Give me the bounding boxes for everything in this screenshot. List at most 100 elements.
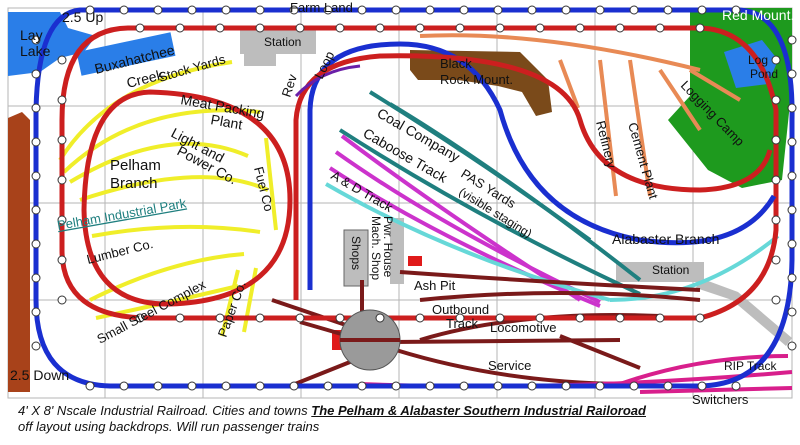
label-rev: Rev [279, 72, 301, 99]
turnout-marker [615, 313, 625, 323]
ash-pit-marker [408, 256, 422, 266]
turnout-marker [787, 307, 797, 317]
turnout-marker [255, 381, 265, 391]
turnout-marker [771, 175, 781, 185]
turnout-marker [31, 103, 41, 113]
turnout-marker [629, 381, 639, 391]
turnout-marker [119, 381, 129, 391]
turnout-marker [771, 295, 781, 305]
turnout-marker [493, 5, 503, 15]
label-service: Service [488, 358, 531, 373]
coal-company-tracks [338, 90, 642, 296]
turnout-marker [135, 23, 145, 33]
label-outbound-2: Track [446, 316, 479, 331]
turnout-marker [57, 55, 67, 65]
turnout-marker [57, 135, 67, 145]
rev-loop-red [293, 53, 773, 300]
turnout-marker [31, 307, 41, 317]
turnout-marker [31, 137, 41, 147]
scenery [8, 8, 792, 392]
turnout-marker [295, 23, 305, 33]
turnout-marker [391, 5, 401, 15]
turnout-marker [535, 23, 545, 33]
refinery-tracks [419, 33, 742, 197]
turnout-marker [629, 5, 639, 15]
shops-building [343, 229, 369, 287]
label-down: 2.5 Down [10, 367, 69, 383]
turnout-marker [655, 23, 665, 33]
label-locomotive: Locomotive [490, 320, 556, 335]
turnout-marker [455, 313, 465, 323]
turnout-marker [57, 215, 67, 225]
turnout-marker [697, 381, 707, 391]
turnout-marker [527, 381, 537, 391]
label-black-rock-2: Rock Mount. [440, 72, 513, 87]
label-station-top: Station [264, 35, 301, 49]
turnout-marker [787, 341, 797, 351]
turnout-marker [31, 205, 41, 215]
label-station-bottom: Station [652, 263, 689, 277]
turnout-marker [787, 103, 797, 113]
turnout-marker [85, 381, 95, 391]
turnout-marker [731, 381, 741, 391]
label-rip-track: RIP Track [724, 359, 777, 373]
turnout-marker [459, 5, 469, 15]
turnout-marker [771, 215, 781, 225]
rev-loop-purple [294, 64, 361, 98]
turnout-marker [221, 381, 231, 391]
turnout-marker [425, 5, 435, 15]
turnout-marker [771, 255, 781, 265]
turnout-marker [731, 5, 741, 15]
turnout-marker [153, 381, 163, 391]
label-pwr-house-1: Pwr. House [381, 216, 395, 278]
label-pelham-branch-2: Branch [110, 175, 158, 192]
turnout-marker [615, 23, 625, 33]
turnout-marker [323, 5, 333, 15]
pwr-house-building [390, 218, 404, 284]
turnout-marker [335, 313, 345, 323]
turnout-marker [455, 23, 465, 33]
turnout-marker [787, 205, 797, 215]
station-top-platform [240, 30, 316, 54]
left-wall-block [8, 112, 30, 392]
ad-tracks [324, 182, 780, 302]
engine-service-tracks [271, 270, 701, 388]
turnout-marker [535, 313, 545, 323]
turnout-marker [575, 23, 585, 33]
label-shops: Shops [349, 236, 363, 270]
turnout-marker [31, 69, 41, 79]
label-log-pond-1: Log [748, 53, 768, 67]
turnout-marker [663, 381, 673, 391]
turnout-marker [375, 23, 385, 33]
turnout-marker [425, 381, 435, 391]
turnout-marker [57, 295, 67, 305]
turnout-marker [655, 313, 665, 323]
turnout-marker [663, 5, 673, 15]
turnout-marker [289, 381, 299, 391]
turnout-marker [255, 5, 265, 15]
label-red-mount: Red Mount. [722, 7, 794, 23]
label-pelham-branch-1: Pelham [110, 157, 161, 174]
turnout-marker [57, 255, 67, 265]
label-refinery: Refinery [593, 119, 619, 170]
turnout-marker [31, 273, 41, 283]
alabaster-branch-blue [307, 41, 777, 290]
turnout-marker [561, 381, 571, 391]
turnout-marker [697, 5, 707, 15]
caption-pre: 4' X 8' Nscale Industrial Railroad. Citi… [18, 403, 312, 418]
turnout-marker [527, 5, 537, 15]
lay-lake [8, 12, 96, 76]
turnout-marker [375, 313, 385, 323]
turnout-marker [187, 5, 197, 15]
label-up: 2.5 Up [62, 9, 103, 25]
turnout-marker [295, 313, 305, 323]
turnout-marker [255, 313, 265, 323]
diagram-caption: 4' X 8' Nscale Industrial Railroad. Citi… [18, 403, 788, 435]
turnout-marker [595, 5, 605, 15]
turnout-marker [119, 5, 129, 15]
turnout-marker [459, 381, 469, 391]
label-outbound-1: Outbound [432, 302, 489, 317]
turnout-marker [415, 313, 425, 323]
turnout-marker [787, 137, 797, 147]
